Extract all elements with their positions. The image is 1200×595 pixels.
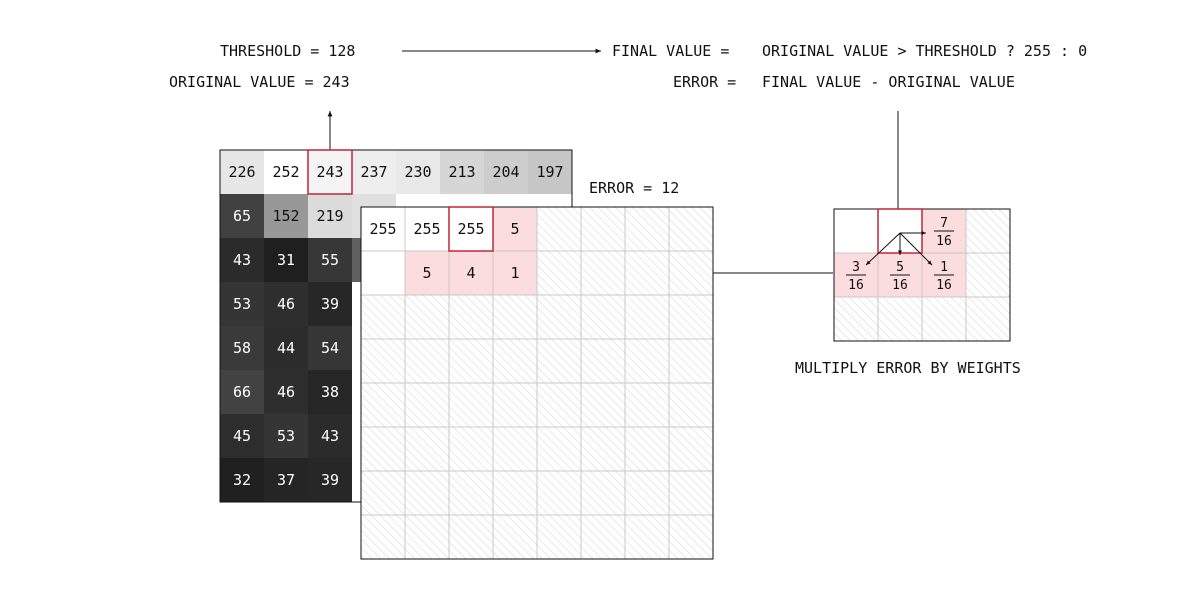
original-cell bbox=[308, 150, 352, 194]
original-cell bbox=[396, 150, 440, 194]
output-pixel-grid: 255 255 255 5 5 4 1 bbox=[360, 206, 714, 560]
original-cell-value: 37 bbox=[277, 471, 295, 489]
original-cell bbox=[220, 150, 264, 194]
original-cell bbox=[220, 238, 264, 282]
error-diffusion-kernel: 7 16 3 16 5 16 1 16 bbox=[833, 208, 1011, 342]
error-value-label: ERROR = 12 bbox=[589, 179, 680, 197]
original-cell-value: 39 bbox=[321, 471, 339, 489]
original-cell bbox=[264, 414, 308, 458]
original-cell bbox=[220, 194, 264, 238]
original-cell bbox=[440, 150, 484, 194]
original-value-label: ORIGINAL VALUE = 243 bbox=[169, 73, 350, 91]
original-cell bbox=[264, 194, 308, 238]
original-cell-value: 31 bbox=[277, 251, 295, 269]
output-cell bbox=[449, 251, 493, 295]
original-cell bbox=[308, 194, 352, 238]
weight-bottom-left-numerator: 3 bbox=[852, 260, 860, 275]
original-cell-value: 44 bbox=[277, 339, 295, 357]
original-cell-value: 219 bbox=[316, 207, 343, 225]
weight-bottom-denominator: 16 bbox=[892, 278, 908, 293]
original-cell-value: 230 bbox=[404, 163, 431, 181]
original-cell-value: 252 bbox=[272, 163, 299, 181]
output-cell bbox=[361, 207, 405, 251]
original-cell-value: 237 bbox=[360, 163, 387, 181]
original-cell-value: 32 bbox=[233, 471, 251, 489]
output-cell bbox=[493, 251, 537, 295]
original-cell bbox=[308, 458, 352, 502]
original-cell-value: 213 bbox=[448, 163, 475, 181]
original-cell-value: 39 bbox=[321, 295, 339, 313]
original-cell-value: 46 bbox=[277, 295, 295, 313]
output-cell-value: 4 bbox=[466, 264, 475, 282]
original-cell-value: 152 bbox=[272, 207, 299, 225]
weights-caption: MULTIPLY ERROR BY WEIGHTS bbox=[795, 359, 1021, 377]
original-cell bbox=[264, 326, 308, 370]
final-value-label: FINAL VALUE = bbox=[612, 42, 730, 60]
output-current-pixel-highlight bbox=[448, 206, 494, 252]
output-cell-value: 255 bbox=[413, 220, 440, 238]
error-formula-expression: FINAL VALUE - ORIGINAL VALUE bbox=[762, 73, 1015, 91]
original-cell bbox=[352, 150, 396, 194]
threshold-label: THRESHOLD = 128 bbox=[220, 42, 356, 60]
original-cell bbox=[264, 282, 308, 326]
original-cell-value: 66 bbox=[233, 383, 251, 401]
original-cell bbox=[308, 238, 352, 282]
output-cell-value: 5 bbox=[510, 220, 519, 238]
original-pixel-grid: 2262522432372302132041976515221924331551… bbox=[219, 149, 573, 503]
original-cell-value: 53 bbox=[277, 427, 295, 445]
original-cell bbox=[220, 414, 264, 458]
original-cell-value: 65 bbox=[233, 207, 251, 225]
weight-bottom-left-denominator: 16 bbox=[848, 278, 864, 293]
error-formula-label: ERROR = bbox=[673, 73, 737, 91]
weight-right-numerator: 7 bbox=[940, 216, 948, 231]
original-cell bbox=[308, 370, 352, 414]
diffuse-arrow-bottom-right bbox=[899, 232, 933, 266]
final-value-expression: ORIGINAL VALUE > THRESHOLD ? 255 : 0 bbox=[762, 42, 1088, 60]
original-cell bbox=[264, 150, 308, 194]
output-cell bbox=[449, 207, 493, 251]
original-cell-value: 55 bbox=[321, 251, 339, 269]
output-cell bbox=[493, 207, 537, 251]
output-cell-value: 1 bbox=[510, 264, 519, 282]
original-cell-value: 43 bbox=[321, 427, 339, 445]
diffuse-arrow-bottom-left bbox=[865, 232, 901, 266]
original-cell-value: 45 bbox=[233, 427, 251, 445]
original-cell bbox=[528, 150, 572, 194]
weight-bottom-right-numerator: 1 bbox=[940, 260, 948, 275]
original-cell bbox=[308, 414, 352, 458]
original-cell bbox=[220, 370, 264, 414]
output-cell bbox=[405, 251, 449, 295]
original-cell-value: 226 bbox=[228, 163, 255, 181]
output-cell-value: 255 bbox=[369, 220, 396, 238]
original-cell bbox=[220, 326, 264, 370]
output-cell bbox=[405, 207, 449, 251]
original-cell-value: 54 bbox=[321, 339, 339, 357]
output-cell bbox=[361, 251, 405, 295]
original-cell bbox=[264, 370, 308, 414]
original-cell-value: 43 bbox=[233, 251, 251, 269]
original-cell-value: 243 bbox=[316, 163, 343, 181]
original-cell-value: 58 bbox=[233, 339, 251, 357]
original-cell bbox=[308, 326, 352, 370]
weight-bottom-right-denominator: 16 bbox=[936, 278, 952, 293]
weight-right-denominator: 16 bbox=[936, 234, 952, 249]
output-grid-border bbox=[360, 206, 714, 560]
original-cell-value: 38 bbox=[321, 383, 339, 401]
original-cell bbox=[308, 282, 352, 326]
weight-bottom-numerator: 5 bbox=[896, 260, 904, 275]
original-cell-value: 204 bbox=[492, 163, 519, 181]
original-cell-value: 53 bbox=[233, 295, 251, 313]
current-pixel-highlight bbox=[307, 149, 353, 195]
output-cell-value: 5 bbox=[422, 264, 431, 282]
original-cell bbox=[220, 458, 264, 502]
output-cell-value: 255 bbox=[457, 220, 484, 238]
original-cell bbox=[220, 282, 264, 326]
original-cell bbox=[264, 458, 308, 502]
original-cell bbox=[264, 238, 308, 282]
original-cell-value: 46 bbox=[277, 383, 295, 401]
original-cell bbox=[484, 150, 528, 194]
original-cell-value: 197 bbox=[536, 163, 563, 181]
